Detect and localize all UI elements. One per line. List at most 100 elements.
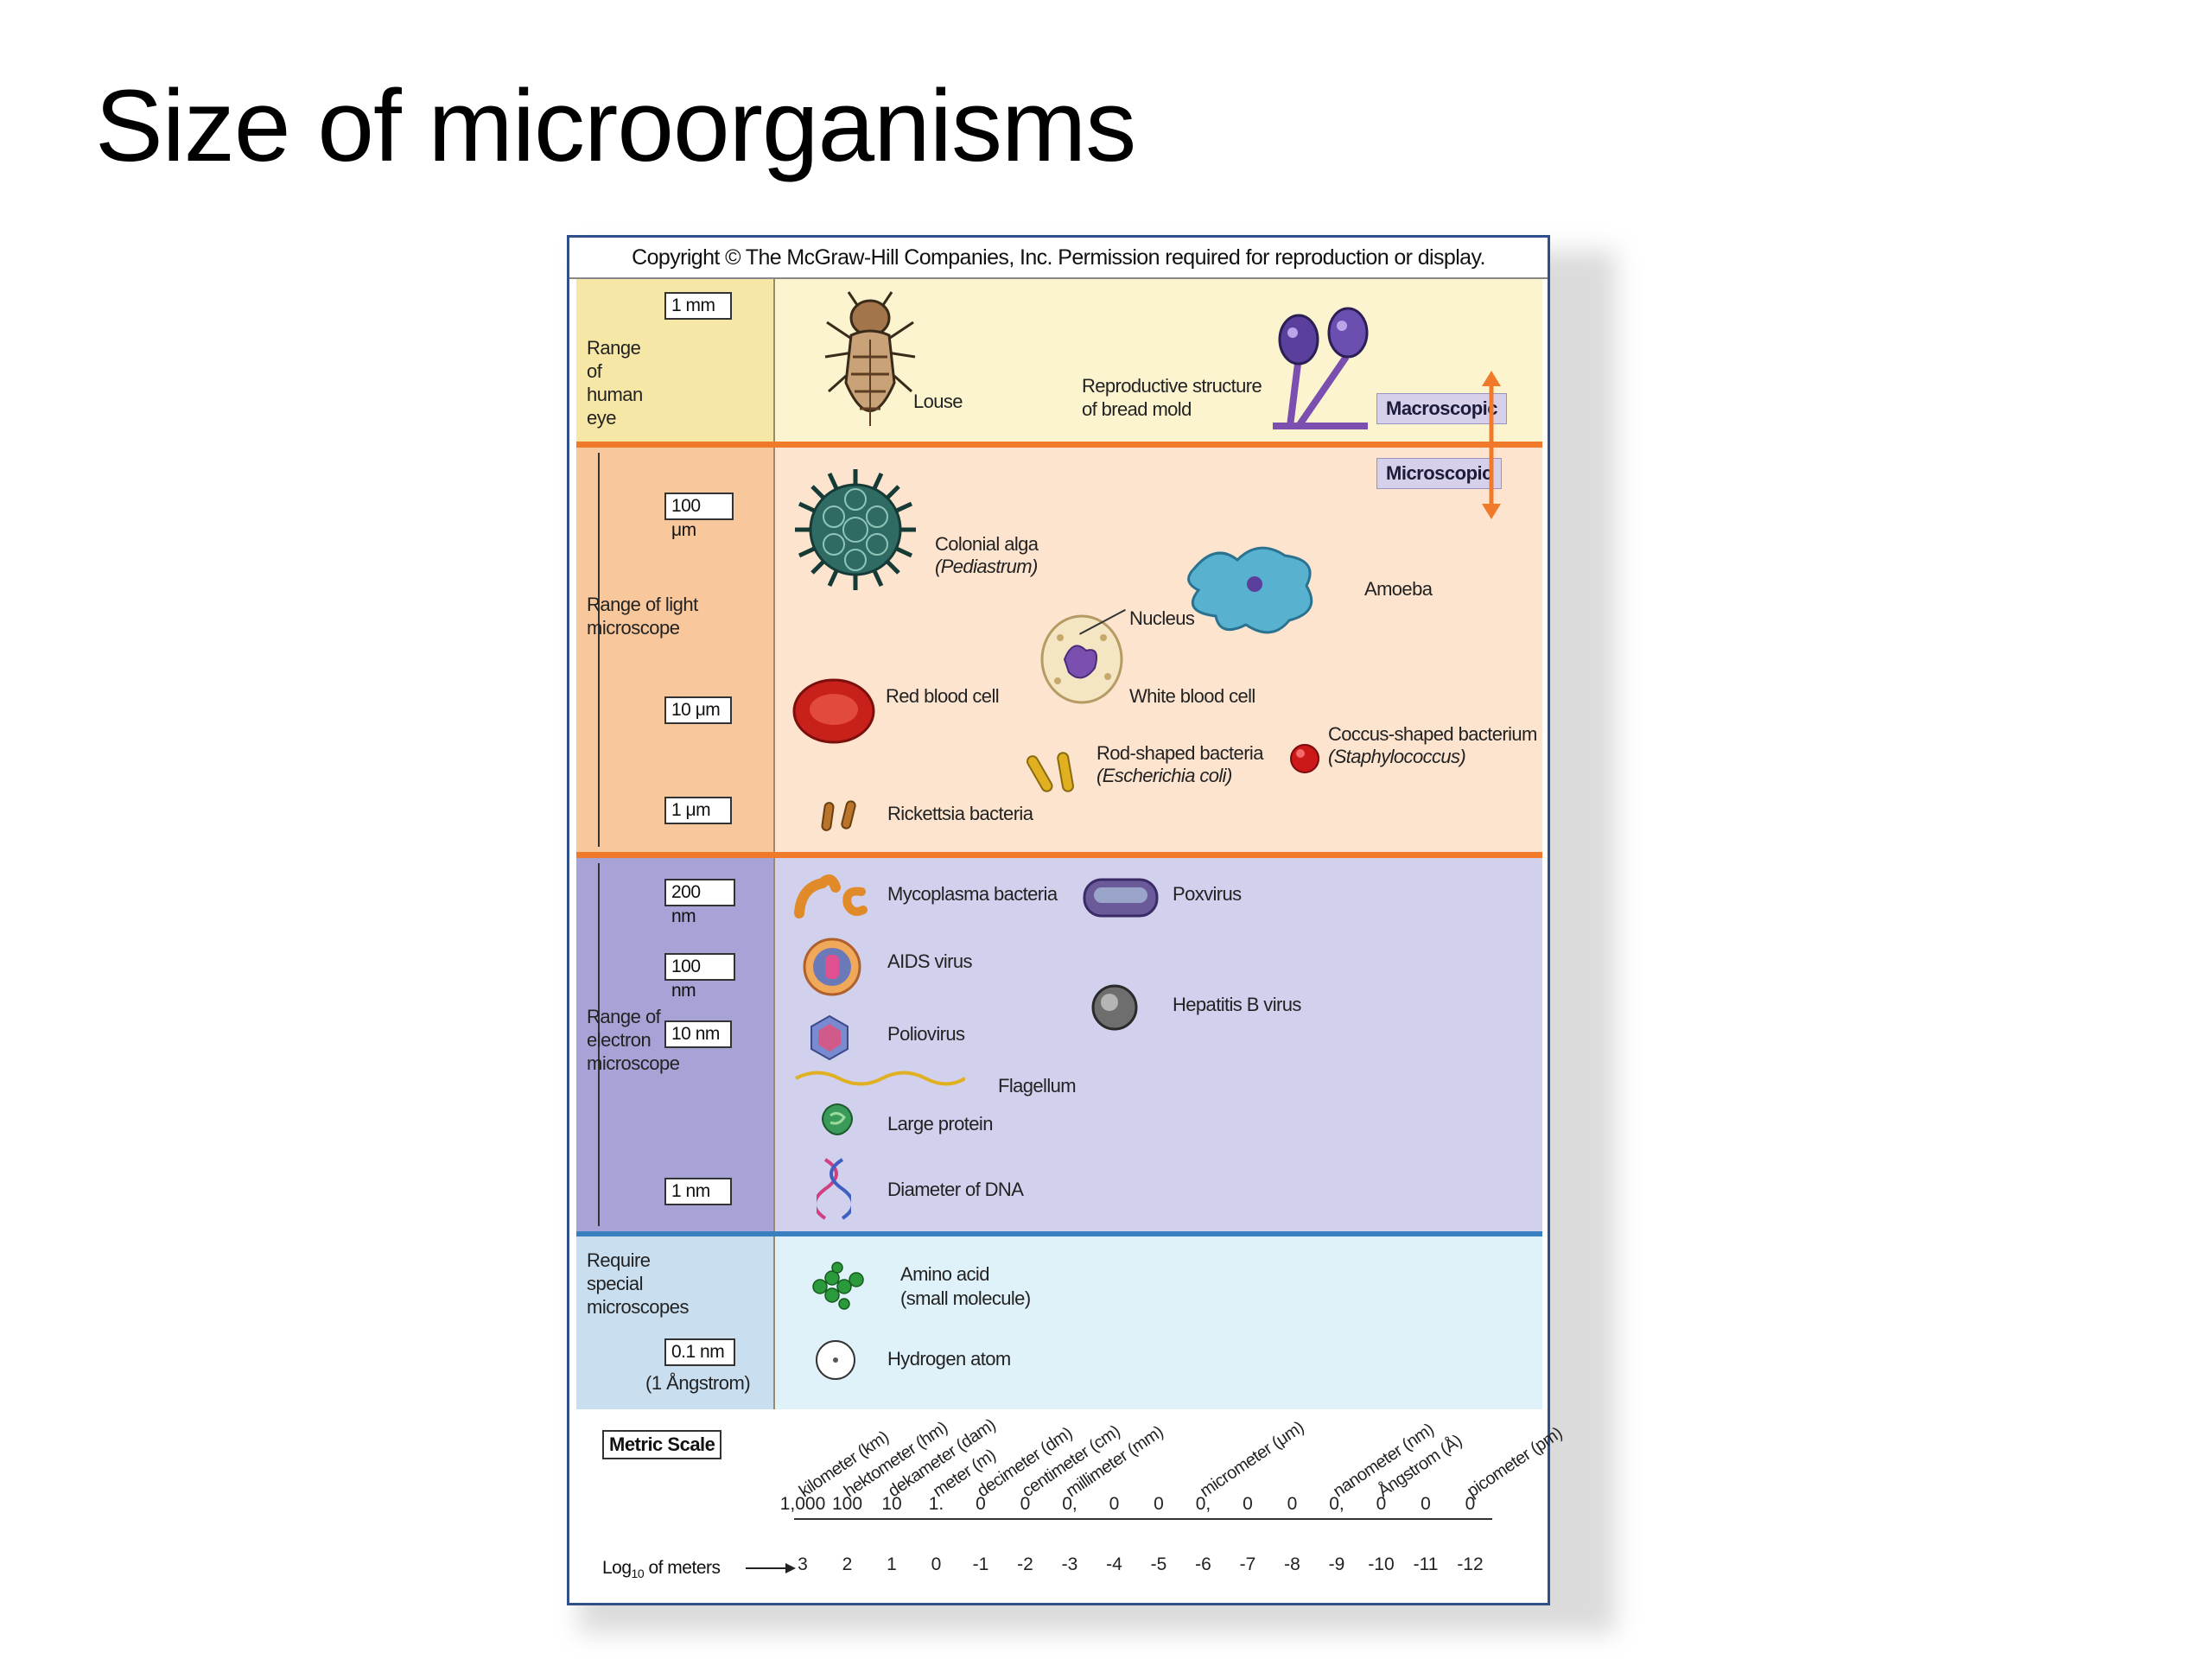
metric-value: 0 — [1020, 1494, 1031, 1514]
nucleus-label: Nucleus — [1129, 607, 1195, 629]
log-value: -1 — [972, 1554, 989, 1574]
scale-10um: 10 μm — [664, 696, 732, 724]
hepatitis-b-label: Hepatitis B virus — [1173, 994, 1301, 1015]
amoeba-icon — [1187, 546, 1313, 634]
bread-mold-icon — [1273, 307, 1369, 429]
louse-icon — [824, 291, 916, 426]
large-protein-label: Large protein — [887, 1113, 993, 1135]
log-value: -9 — [1328, 1554, 1345, 1574]
hydrogen-atom-label: Hydrogen atom — [887, 1348, 1011, 1370]
log-value: -10 — [1368, 1554, 1395, 1574]
metric-value: 0 — [1465, 1494, 1476, 1514]
mycoplasma-label: Mycoplasma bacteria — [887, 883, 1058, 905]
scale-10nm: 10 nm — [664, 1020, 732, 1048]
light-range-line — [598, 453, 600, 847]
metric-value: 0 — [1376, 1494, 1387, 1514]
scale-1nm: 1 nm — [664, 1178, 732, 1205]
band-special: Require special microscopes 0.1 nm (1 Ån… — [576, 1236, 1542, 1409]
metric-value: 0 — [1421, 1494, 1431, 1514]
band-electron-microscope: 200 nm 100 nm Range of electron microsco… — [576, 858, 1542, 1231]
metric-value: 1. — [928, 1494, 944, 1514]
size-figure: Copyright © The McGraw-Hill Companies, I… — [567, 235, 1565, 1605]
band-human-eye-left: 1 mm Range of human eye — [576, 279, 775, 442]
hydrogen-atom-icon — [816, 1340, 855, 1380]
amino-acid-label: Amino acid — [900, 1263, 989, 1285]
metric-value: 0, — [1329, 1494, 1344, 1514]
metric-value: 0 — [976, 1494, 986, 1514]
band-light-microscope-left: 100 μm Range of light microscope 10 μm 1… — [576, 448, 775, 852]
log-value: -4 — [1106, 1554, 1122, 1574]
aids-virus-icon — [803, 938, 861, 996]
metric-value: 1,000 — [779, 1494, 826, 1514]
metric-value: 0 — [1243, 1494, 1253, 1514]
rod-bacteria-icon — [1027, 752, 1074, 792]
electron-range-line — [598, 863, 600, 1226]
metric-value: 0 — [1109, 1494, 1120, 1514]
metric-value: 0, — [1195, 1494, 1211, 1514]
scale-200nm: 200 nm — [664, 879, 735, 926]
log-value: -8 — [1284, 1554, 1300, 1574]
metric-value: 100 — [831, 1494, 863, 1514]
red-blood-cell-icon — [792, 678, 875, 744]
log-value: -3 — [1061, 1554, 1078, 1574]
log-value: -12 — [1457, 1554, 1484, 1574]
rod-bacteria-label: Rod-shaped bacteria — [1096, 742, 1263, 764]
angstrom-note: (1 Ångstrom) — [645, 1372, 751, 1394]
metric-axis-line — [794, 1518, 1492, 1520]
light-divider — [576, 852, 1542, 858]
flagellum-icon — [795, 1071, 965, 1086]
log-value: -6 — [1195, 1554, 1211, 1574]
colonial-alga-label: Colonial alga — [935, 533, 1039, 555]
dna-label: Diameter of DNA — [887, 1179, 1024, 1200]
scale-1mm: 1 mm — [664, 292, 732, 320]
metric-value: 0 — [1154, 1494, 1164, 1514]
band-human-eye-content: Louse Reproductive structure of bread mo… — [775, 279, 1542, 442]
coccus-sci-label: (Staphylococcus) — [1328, 746, 1466, 767]
amino-acid-note: (small molecule) — [900, 1287, 1031, 1309]
amoeba-label: Amoeba — [1364, 578, 1433, 600]
amino-acid-icon — [812, 1262, 864, 1310]
colonial-alga-sci-label: (Pediastrum) — [935, 556, 1038, 577]
range-light-microscope-label: Range of light microscope — [587, 594, 698, 639]
copyright-notice: Copyright © The McGraw-Hill Companies, I… — [569, 238, 1548, 279]
louse-label: Louse — [913, 391, 963, 412]
poliovirus-label: Poliovirus — [887, 1023, 965, 1045]
coccus-icon — [1290, 744, 1319, 773]
rod-bacteria-sci-label: (Escherichia coli) — [1096, 765, 1232, 786]
log-value: -5 — [1150, 1554, 1167, 1574]
macroscopic-tag: Macroscopic — [1376, 393, 1507, 424]
colonial-alga-icon — [795, 469, 916, 590]
metric-scale-title: Metric Scale — [602, 1430, 722, 1459]
log-arrow-icon — [746, 1563, 796, 1573]
log-value: 3 — [798, 1554, 808, 1574]
scale-100um: 100 μm — [664, 493, 734, 540]
microscopic-tag: Microscopic — [1376, 458, 1502, 489]
macro-micro-arrow-icon — [1482, 371, 1501, 519]
log-value: -7 — [1239, 1554, 1256, 1574]
log-label-text: Log — [602, 1558, 632, 1578]
mycoplasma-icon — [794, 874, 868, 918]
scale-100nm: 100 nm — [664, 953, 735, 1001]
eye-divider — [576, 442, 1542, 448]
dna-icon — [817, 1158, 851, 1220]
white-blood-cell-label: White blood cell — [1129, 685, 1255, 707]
log-label: Log10 of meters — [602, 1558, 721, 1580]
band-light-microscope: 100 μm Range of light microscope 10 μm 1… — [576, 448, 1542, 852]
poxvirus-label: Poxvirus — [1173, 883, 1242, 905]
log-value: 2 — [842, 1554, 853, 1574]
band-light-microscope-content: Microscopic Colonial alga (Pediastrum) A… — [775, 448, 1542, 852]
metric-value: 10 — [881, 1494, 902, 1514]
rickettsia-label: Rickettsia bacteria — [887, 803, 1033, 824]
metric-scale: Metric Scale kilometer (km)hektometer (h… — [576, 1409, 1565, 1601]
band-special-content: Amino acid (small molecule) Hydrogen ato… — [775, 1236, 1542, 1409]
coccus-label: Coccus-shaped bacterium — [1328, 723, 1537, 745]
log-value: 1 — [887, 1554, 897, 1574]
log-label-rest: of meters — [644, 1558, 721, 1578]
flagellum-label: Flagellum — [998, 1075, 1077, 1096]
slide-title: Size of microorganisms — [95, 69, 1136, 183]
bread-mold-label: Reproductive structure of bread mold — [1082, 375, 1262, 420]
band-human-eye: 1 mm Range of human eye Louse Reproducti… — [576, 279, 1542, 442]
large-protein-icon — [822, 1103, 853, 1135]
range-electron-microscope-label: Range of electron microscope — [587, 1006, 680, 1074]
aids-virus-label: AIDS virus — [887, 950, 973, 972]
